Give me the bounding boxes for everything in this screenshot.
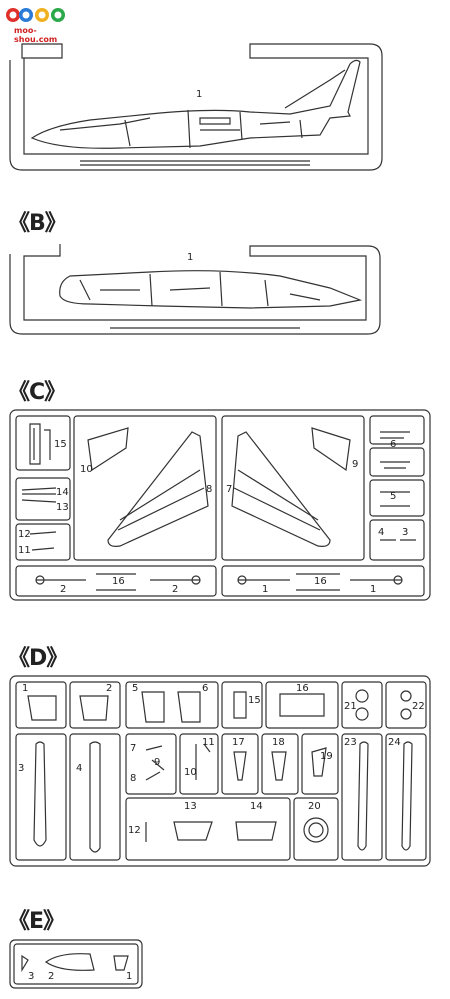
part-label: 24: [388, 737, 401, 748]
part-label: 21: [344, 701, 357, 712]
part-label: 10: [184, 767, 197, 778]
part-label: 6: [202, 683, 209, 694]
part-label: 4: [378, 527, 385, 538]
part-label: 12: [128, 825, 141, 836]
part-label: 1: [196, 89, 203, 100]
part-label: 1: [187, 252, 194, 263]
part-label: 19: [320, 751, 333, 762]
part-label: 22: [412, 701, 425, 712]
part-label: 23: [344, 737, 357, 748]
part-label: 12: [18, 529, 31, 540]
part-label: 1: [22, 683, 29, 694]
part-label: 3: [18, 763, 25, 774]
part-label: 2: [172, 584, 179, 595]
part-label: 10: [80, 464, 93, 475]
part-label: 2: [106, 683, 113, 694]
part-label: 13: [56, 502, 69, 513]
part-label: 4: [76, 763, 83, 774]
logo-mark-icon: [6, 8, 65, 22]
part-label: 1: [262, 584, 269, 595]
part-label: 7: [226, 484, 233, 495]
part-label: 2: [60, 584, 67, 595]
part-label: 15: [248, 695, 261, 706]
part-label: 8: [130, 773, 137, 784]
section-d-label: 《D》: [8, 646, 68, 671]
part-label: 3: [402, 527, 409, 538]
part-label: 9: [154, 757, 161, 768]
part-label: 20: [308, 801, 321, 812]
part-label: 1: [126, 971, 133, 982]
part-label: 16: [314, 576, 327, 587]
part-label: 5: [132, 683, 139, 694]
part-label: 17: [232, 737, 245, 748]
section-b-label: 《B》: [8, 211, 67, 236]
part-label: 14: [56, 487, 69, 498]
part-label: 18: [272, 737, 285, 748]
part-label: 2: [48, 971, 55, 982]
sprue-a-frame: [21, 43, 63, 59]
site-logo: moo-shou.com: [4, 4, 68, 44]
part-label: 16: [296, 683, 309, 694]
part-label: 3: [28, 971, 35, 982]
fuselage-b: [59, 270, 363, 309]
part-label: 7: [130, 743, 137, 754]
part-label: 8: [206, 484, 213, 495]
part-label: 13: [184, 801, 197, 812]
part-label: 11: [202, 737, 215, 748]
part-label: 9: [352, 459, 359, 470]
part-label: 1: [370, 584, 377, 595]
part-label: 6: [390, 439, 397, 450]
part-label: 15: [54, 439, 67, 450]
logo-url: moo-shou.com: [14, 26, 58, 44]
part-label: 14: [250, 801, 263, 812]
section-e-label: 《E》: [8, 909, 65, 934]
part-label: 11: [18, 545, 31, 556]
fuselage-a: [30, 59, 361, 149]
part-label: 16: [112, 576, 125, 587]
part-label: 5: [390, 491, 397, 502]
section-c-label: 《C》: [8, 380, 66, 405]
